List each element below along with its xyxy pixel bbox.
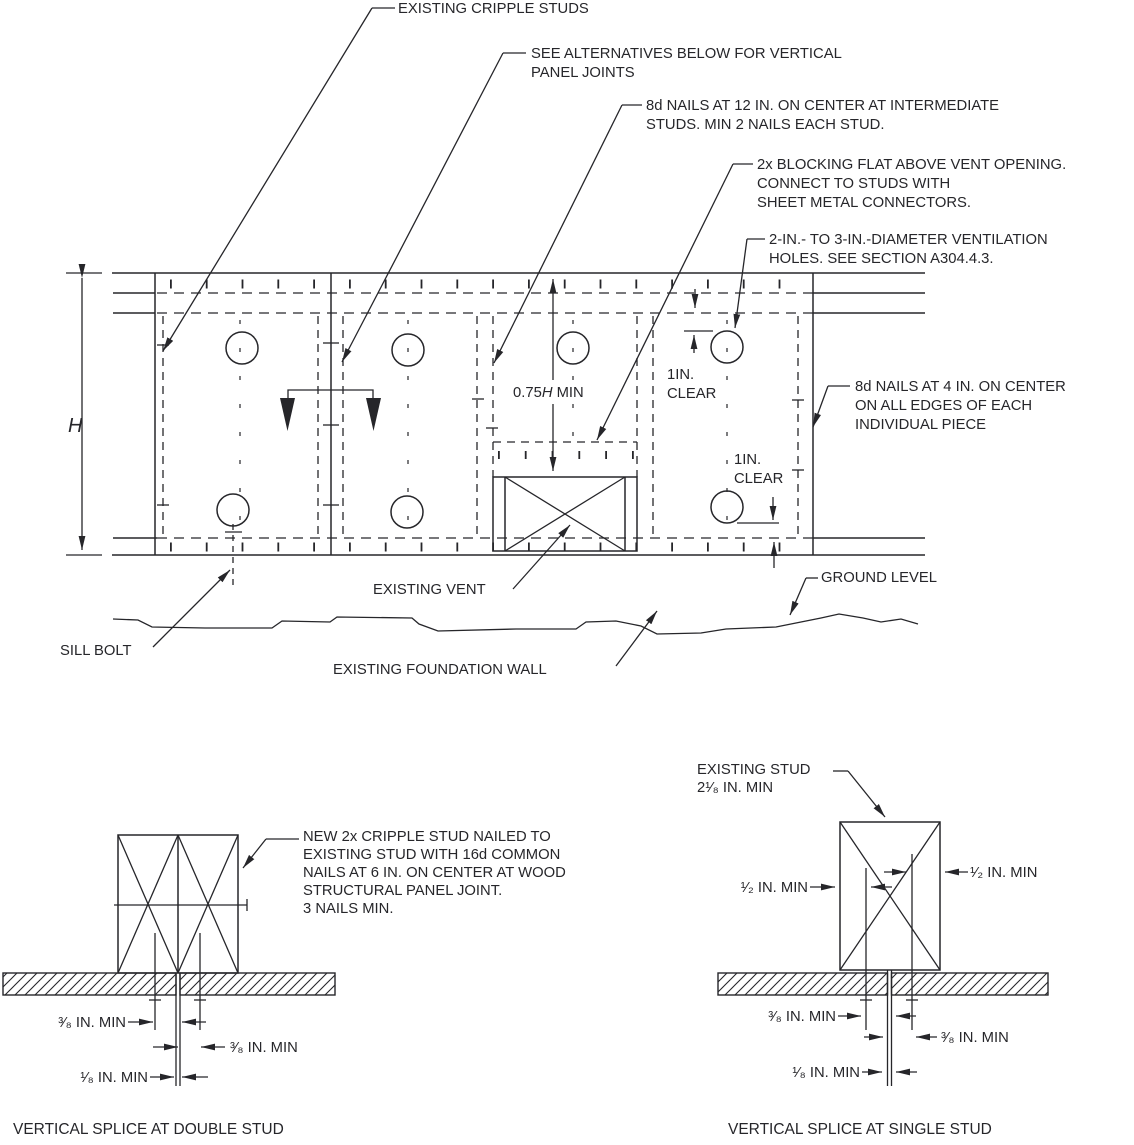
callout-nails12-line1: 8d NAILS AT 12 IN. ON CENTER AT INTERMED… xyxy=(646,98,999,114)
callout-foundation-wall: EXISTING FOUNDATION WALL xyxy=(333,662,547,678)
double-stud-callout-line3: NAILS AT 6 IN. ON CENTER AT WOOD xyxy=(303,865,566,881)
double-stud-dim-lines xyxy=(128,933,225,1086)
callout-vent-holes-line2: HOLES. SEE SECTION A304.4.3. xyxy=(769,251,994,267)
double-stud-callout-line1: NEW 2x CRIPPLE STUD NAILED TO xyxy=(303,829,551,845)
callout-sill-bolt: SILL BOLT xyxy=(60,643,132,659)
wall-elevation: H 0.75H MIN 1IN. CLEAR 1IN. CLEAR xyxy=(60,1,1066,678)
single-stud-leader xyxy=(833,770,886,818)
single-stud-detail: EXISTING STUD 2¹⁄₈ IN. MIN ¹⁄₂ IN. MIN ¹… xyxy=(697,762,1049,1138)
dimension-H xyxy=(66,264,102,556)
double-stud-detail: NEW 2x CRIPPLE STUD NAILED TO EXISTING S… xyxy=(2,829,566,1138)
callout-ground-level: GROUND LEVEL xyxy=(821,570,937,586)
callout-nails4-line2: ON ALL EDGES OF EACH xyxy=(855,398,1032,414)
callout-blocking-line3: SHEET METAL CONNECTORS. xyxy=(757,195,971,211)
clear-bottom-line1: 1IN. xyxy=(734,452,761,468)
panel-joint-alternative-arrows xyxy=(280,389,381,431)
single-stud-dim-18: ¹⁄₈ IN. MIN xyxy=(792,1065,860,1081)
dim-h-label: H xyxy=(68,415,83,437)
clear-top-line1: 1IN. xyxy=(667,367,694,383)
existing-vent-box xyxy=(492,476,638,552)
single-stud-dim-lines xyxy=(810,854,968,1086)
wall-frame-lines xyxy=(112,272,925,556)
callout-nails12-line2: STUDS. MIN 2 NAILS EACH STUD. xyxy=(646,117,884,133)
dim-075h-prefix: 0.75 xyxy=(513,385,542,401)
dimension-clear-bottom xyxy=(737,497,779,568)
single-stud-drawing xyxy=(717,821,1049,996)
dim-075h-suffix: MIN xyxy=(553,385,584,401)
nail-tick-rows xyxy=(157,279,806,552)
double-stud-dim-38-right: ³⁄₈ IN. MIN xyxy=(230,1040,298,1056)
single-stud-caption: VERTICAL SPLICE AT SINGLE STUD xyxy=(728,1121,992,1138)
double-stud-callout-line4: STRUCTURAL PANEL JOINT. xyxy=(303,883,502,899)
callout-existing-vent: EXISTING VENT xyxy=(373,582,486,598)
callout-blocking-line1: 2x BLOCKING FLAT ABOVE VENT OPENING. xyxy=(757,157,1066,173)
double-stud-dim-38-left: ³⁄₈ IN. MIN xyxy=(58,1015,126,1031)
callout-nails4-line3: INDIVIDUAL PIECE xyxy=(855,417,986,433)
callout-existing-cripple-studs: EXISTING CRIPPLE STUDS xyxy=(398,1,589,17)
single-stud-dim-38-left: ³⁄₈ IN. MIN xyxy=(768,1009,836,1025)
single-stud-callout-line1: EXISTING STUD xyxy=(697,762,810,778)
clear-top-line2: CLEAR xyxy=(667,386,716,402)
dim-075h-label: 0.75H MIN xyxy=(513,385,584,401)
ventilation-holes xyxy=(216,330,744,529)
callout-blocking-line2: CONNECT TO STUDS WITH xyxy=(757,176,950,192)
ground-line xyxy=(112,613,919,635)
dim-075h-h: H xyxy=(542,385,553,401)
sill-bolt-mark xyxy=(225,524,242,588)
single-stud-dim-12-right: ¹⁄₂ IN. MIN xyxy=(970,865,1037,881)
clear-bottom-line2: CLEAR xyxy=(734,471,783,487)
single-stud-callout-line2: 2¹⁄₈ IN. MIN xyxy=(697,780,773,796)
callout-nails4-line1: 8d NAILS AT 4 IN. ON CENTER xyxy=(855,379,1066,395)
callout-alternatives-line1: SEE ALTERNATIVES BELOW FOR VERTICAL xyxy=(531,46,842,62)
dimension-clear-top xyxy=(684,289,713,353)
double-stud-callout-line2: EXISTING STUD WITH 16d COMMON xyxy=(303,847,560,863)
callout-vent-holes-line1: 2-IN.- TO 3-IN.-DIAMETER VENTILATION xyxy=(769,232,1048,248)
double-stud-drawing xyxy=(2,834,336,996)
single-stud-dim-12-left: ¹⁄₂ IN. MIN xyxy=(741,880,808,896)
double-stud-callout-line5: 3 NAILS MIN. xyxy=(303,901,393,917)
callout-alternatives-line2: PANEL JOINTS xyxy=(531,65,635,81)
double-stud-leader xyxy=(242,838,299,869)
single-stud-dim-38-right: ³⁄₈ IN. MIN xyxy=(941,1030,1009,1046)
leader-lines xyxy=(152,7,850,667)
panel-dashed-lines xyxy=(157,292,813,539)
double-stud-dim-18: ¹⁄₈ IN. MIN xyxy=(80,1070,148,1086)
double-stud-caption: VERTICAL SPLICE AT DOUBLE STUD xyxy=(13,1121,284,1138)
